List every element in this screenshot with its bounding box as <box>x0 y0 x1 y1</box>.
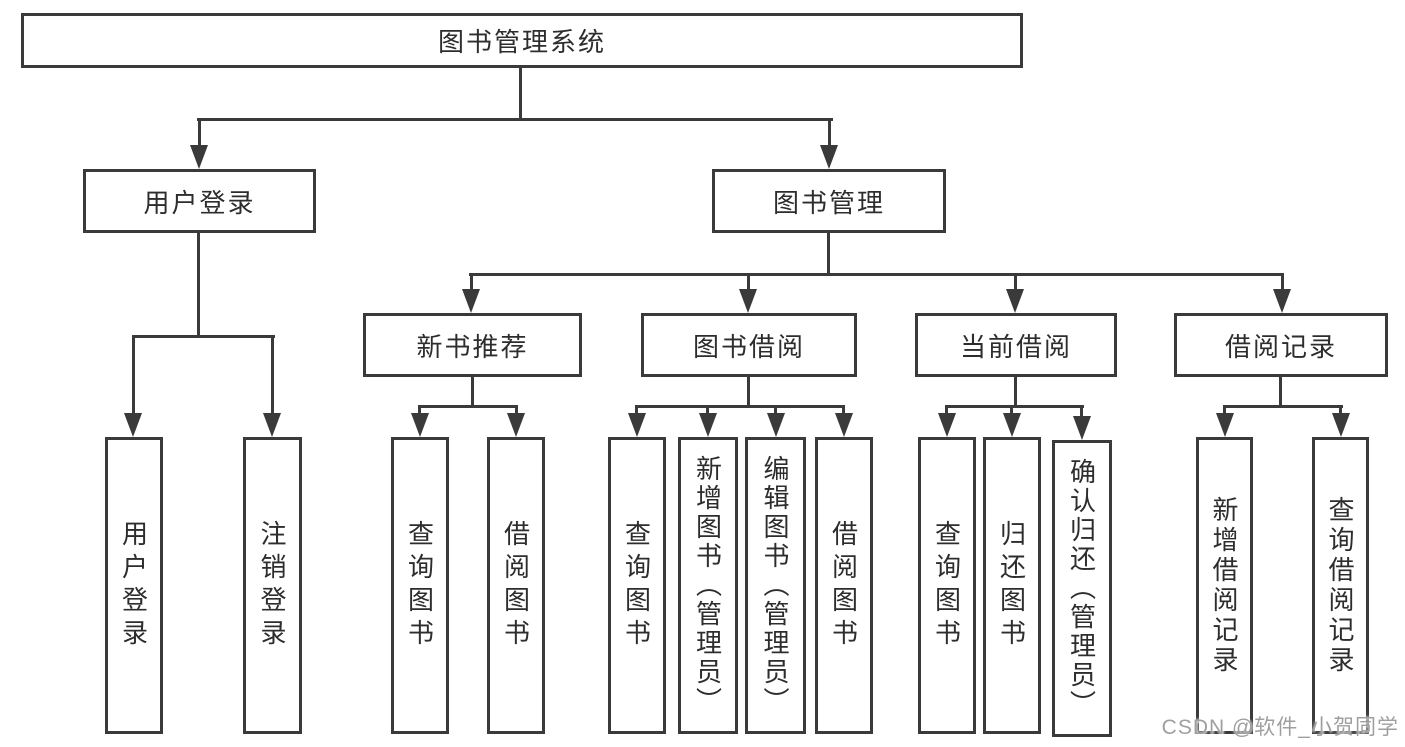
connector-line <box>747 275 750 293</box>
connector-line <box>197 118 833 121</box>
leaf-current-query-books-label: 查询图书 <box>931 519 962 652</box>
arrowhead-down-icon <box>462 289 480 313</box>
connector-line <box>945 405 1084 408</box>
leaf-logout-label: 注销登录 <box>257 519 287 652</box>
connector-line <box>1223 405 1343 408</box>
leaf-query-borrow-record: 查询借阅记录 <box>1312 437 1369 734</box>
arrowhead-down-icon <box>124 413 142 437</box>
connector-line <box>1279 377 1282 407</box>
leaf-borrowing-query-books: 查询图书 <box>608 437 666 734</box>
connector-line <box>519 66 522 120</box>
node-book-borrowing-label: 图书借阅 <box>692 331 805 362</box>
node-root-system: 图书管理系统 <box>21 13 1023 68</box>
node-borrowing-records-label: 借阅记录 <box>1224 331 1337 362</box>
leaf-add-books-admin: 新增图书（管理员） <box>678 437 738 734</box>
connector-line <box>418 407 421 415</box>
leaf-recommend-borrow-books: 借阅图书 <box>487 437 545 734</box>
node-new-book-recommend: 新书推荐 <box>363 313 582 377</box>
connector-line <box>1339 407 1342 415</box>
connector-line <box>471 377 474 407</box>
leaf-borrowing-borrow-books-label: 借阅图书 <box>828 519 859 652</box>
arrowhead-down-icon <box>739 289 757 313</box>
arrowhead-down-icon <box>1216 413 1234 437</box>
arrowhead-down-icon <box>507 413 525 437</box>
connector-line <box>469 273 1284 276</box>
arrowhead-down-icon <box>1006 289 1024 313</box>
node-user-login-label: 用户登录 <box>143 187 256 218</box>
connector-line <box>1014 275 1017 293</box>
leaf-confirm-return-admin-label: 确认归还（管理员） <box>1066 458 1097 719</box>
leaf-recommend-query-books-label: 查询图书 <box>404 519 435 652</box>
connector-line <box>1010 407 1013 415</box>
connector-line <box>842 407 845 415</box>
node-user-login: 用户登录 <box>83 169 316 233</box>
node-book-management: 图书管理 <box>712 169 946 233</box>
arrowhead-down-icon <box>938 413 956 437</box>
leaf-recommend-query-books: 查询图书 <box>391 437 449 734</box>
connector-line <box>418 405 518 408</box>
leaf-return-books-label: 归还图书 <box>996 519 1027 652</box>
arrowhead-down-icon <box>1273 289 1291 313</box>
connector-line <box>515 407 518 415</box>
connector-line <box>470 275 473 293</box>
connector-line <box>945 407 948 415</box>
node-current-borrowing-label: 当前借阅 <box>959 331 1072 362</box>
arrowhead-down-icon <box>699 413 717 437</box>
leaf-borrowing-query-books-label: 查询图书 <box>621 519 652 652</box>
arrowhead-down-icon <box>263 413 281 437</box>
leaf-add-borrow-record-label: 新增借阅记录 <box>1209 495 1239 676</box>
connector-line <box>1014 377 1017 407</box>
connector-line <box>132 335 275 338</box>
node-borrowing-records: 借阅记录 <box>1174 313 1388 377</box>
leaf-current-query-books: 查询图书 <box>918 437 976 734</box>
node-current-borrowing: 当前借阅 <box>915 313 1117 377</box>
connector-line <box>1080 407 1083 418</box>
leaf-query-borrow-record-label: 查询借阅记录 <box>1325 495 1355 676</box>
arrowhead-down-icon <box>1073 416 1091 440</box>
connector-line <box>747 377 750 407</box>
node-book-management-label: 图书管理 <box>772 187 885 218</box>
connector-line <box>198 120 201 148</box>
connector-line <box>635 405 845 408</box>
connector-line <box>132 337 135 415</box>
node-book-borrowing: 图书借阅 <box>641 313 857 377</box>
connector-line <box>706 407 709 415</box>
arrowhead-down-icon <box>820 145 838 169</box>
arrowhead-down-icon <box>1332 413 1350 437</box>
connector-line <box>827 233 830 275</box>
leaf-add-books-admin-label: 新增图书（管理员） <box>692 455 723 716</box>
node-root-label: 图书管理系统 <box>437 27 606 57</box>
leaf-borrowing-borrow-books: 借阅图书 <box>815 437 873 734</box>
connector-line <box>197 233 200 337</box>
connector-line <box>828 120 831 148</box>
connector-line <box>635 407 638 415</box>
arrowhead-down-icon <box>835 413 853 437</box>
arrowhead-down-icon <box>411 413 429 437</box>
leaf-add-borrow-record: 新增借阅记录 <box>1196 437 1253 734</box>
connector-line <box>1223 407 1226 415</box>
leaf-user-login-label: 用户登录 <box>118 519 149 652</box>
leaf-return-books: 归还图书 <box>983 437 1041 734</box>
arrowhead-down-icon <box>190 145 208 169</box>
leaf-user-login: 用户登录 <box>105 437 163 734</box>
connector-line <box>271 337 274 415</box>
leaf-logout: 注销登录 <box>243 437 302 734</box>
connector-line <box>774 407 777 415</box>
watermark: CSDN @软件_小贺同学 <box>1161 716 1399 739</box>
arrowhead-down-icon <box>1003 413 1021 437</box>
node-new-book-recommend-label: 新书推荐 <box>416 331 529 362</box>
leaf-recommend-borrow-books-label: 借阅图书 <box>500 519 531 652</box>
connector-line <box>1281 275 1284 293</box>
arrowhead-down-icon <box>767 413 785 437</box>
leaf-confirm-return-admin: 确认归还（管理员） <box>1052 440 1112 737</box>
leaf-edit-books-admin: 编辑图书（管理员） <box>745 437 806 734</box>
leaf-edit-books-admin-label: 编辑图书（管理员） <box>760 455 790 716</box>
arrowhead-down-icon <box>628 413 646 437</box>
